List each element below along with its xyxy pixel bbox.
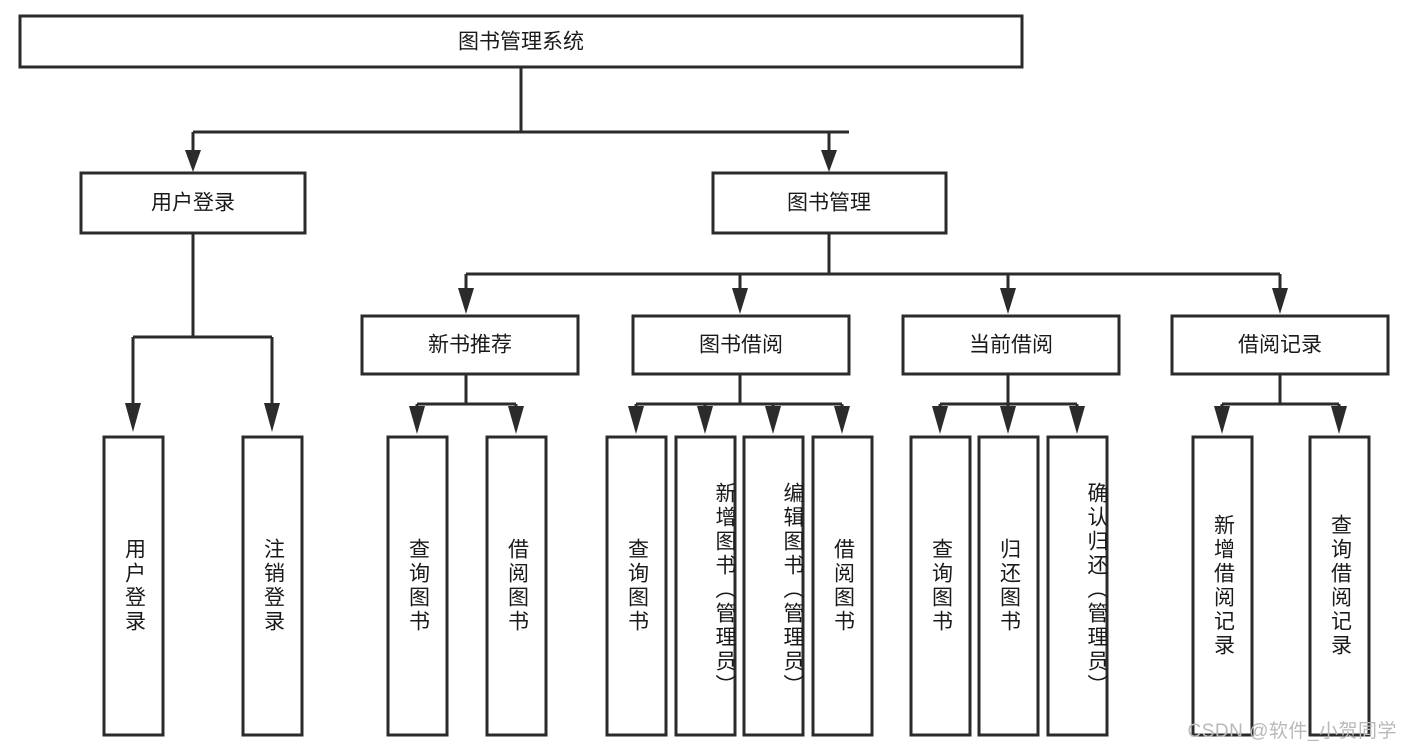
node-book-borrow-box[interactable] [631, 314, 851, 376]
node-book-management-box[interactable] [711, 171, 948, 235]
node-root-box[interactable] [18, 14, 1024, 69]
leaf-box-book-borrow-3[interactable] [811, 435, 874, 737]
leaf-box-new-book-1[interactable] [485, 435, 548, 737]
connector-user-login-to-leaves [125, 234, 280, 432]
connector-book-mgmt-to-level3 [458, 234, 1288, 314]
node-borrow-record-label: 借阅记录 [1238, 334, 1322, 357]
node-book-management-label: 图书管理 [787, 192, 871, 215]
leaf-box-current-borrow-1[interactable] [977, 435, 1040, 737]
node-book-borrow-label: 图书借阅 [699, 334, 783, 357]
node-root[interactable]: 图书管理系统 [18, 14, 1024, 69]
node-current-borrow-box[interactable] [901, 314, 1121, 376]
csdn-watermark: CSDN @软件_小贺同学 [1187, 721, 1397, 742]
leaf-box-borrow-record-0[interactable] [1191, 435, 1254, 737]
leaf-box-book-borrow-2[interactable] [742, 435, 805, 737]
node-new-book-recommend[interactable]: 新书推荐 [360, 314, 580, 376]
leaf-box-current-borrow-2[interactable] [1046, 435, 1109, 737]
node-root-label: 图书管理系统 [458, 31, 584, 54]
leaf-box-borrow-record-1[interactable] [1308, 435, 1371, 737]
leaf-box-user-login-0[interactable] [102, 435, 165, 737]
leaf-box-user-login-1[interactable] [241, 435, 304, 737]
node-user-login-box[interactable] [79, 171, 307, 235]
node-new-book-recommend-box[interactable] [360, 314, 580, 376]
connector-new-book-to-leaves [409, 374, 524, 434]
connector-borrow-record-to-leaves [1214, 374, 1347, 434]
connector-book-borrow-to-leaves [628, 374, 850, 434]
node-current-borrow[interactable]: 当前借阅 [901, 314, 1121, 376]
connector-root-to-level2 [185, 67, 849, 172]
node-book-management[interactable]: 图书管理 [711, 171, 948, 235]
leaf-box-current-borrow-0[interactable] [909, 435, 972, 737]
node-book-borrow[interactable]: 图书借阅 [631, 314, 851, 376]
node-user-login[interactable]: 用户登录 [79, 171, 307, 235]
node-user-login-label: 用户登录 [151, 192, 235, 215]
node-borrow-record[interactable]: 借阅记录 [1170, 314, 1390, 376]
connector-current-borrow-to-leaves [932, 374, 1085, 434]
node-current-borrow-label: 当前借阅 [969, 334, 1053, 357]
leaf-box-book-borrow-0[interactable] [605, 435, 668, 737]
node-new-book-recommend-label: 新书推荐 [428, 334, 512, 357]
leaf-box-new-book-0[interactable] [386, 435, 449, 737]
leaf-box-book-borrow-1[interactable] [674, 435, 737, 737]
node-borrow-record-box[interactable] [1170, 314, 1390, 376]
